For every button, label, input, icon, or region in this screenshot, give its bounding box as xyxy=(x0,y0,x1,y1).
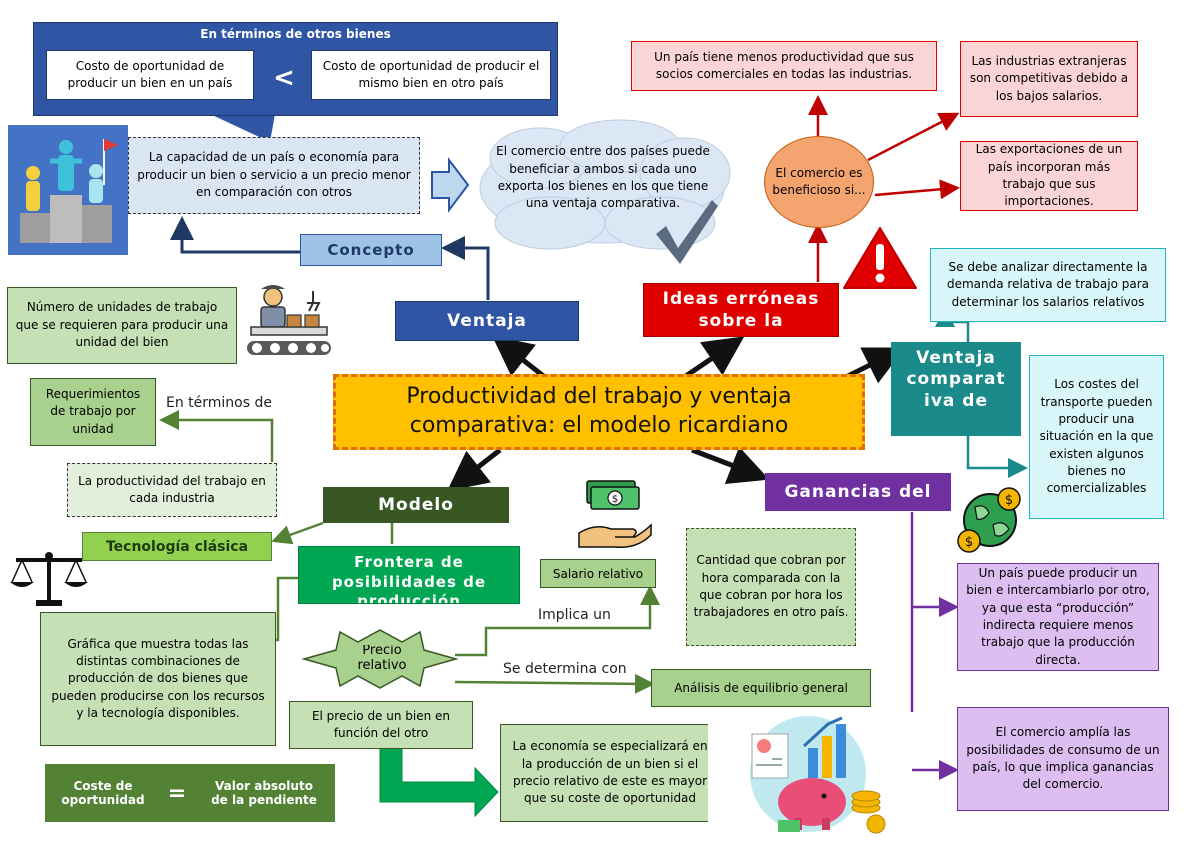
global-trade-icon: $ $ xyxy=(955,485,1025,555)
factory-worker-icon xyxy=(243,283,335,368)
economia-especializara-text: La economía se especializará en la produ… xyxy=(512,739,708,806)
requerimientos-box: Requerimientos de trabajo por unidad xyxy=(30,378,156,446)
valor-absoluto-text: Valor absoluto de la pendiente xyxy=(211,779,317,807)
otros-bienes-title: En términos de otros bienes xyxy=(200,27,391,41)
modelo-text: Modelo xyxy=(378,495,454,515)
podium-icon xyxy=(8,125,128,255)
central-title-box: Productividad del trabajo y ventaja comp… xyxy=(333,374,865,450)
analisis-equilibrio-text: Análisis de equilibrio general xyxy=(674,681,848,695)
produccion-indirecta-text: Un país puede producir un bien e interca… xyxy=(966,565,1150,667)
analizar-demanda-box: Se debe analizar directamente la demanda… xyxy=(930,248,1166,322)
svg-text:$: $ xyxy=(1005,493,1013,508)
costo-pais-text: Costo de oportunidad de producir un bien… xyxy=(67,58,233,90)
coste-oportunidad-box: Coste de oportunidad = Valor absoluto de… xyxy=(45,764,335,822)
implica-un-text: Implica un xyxy=(538,607,611,623)
ideas-erroneas-text: Ideas erróneas sobre la xyxy=(662,288,820,331)
coste-oportunidad-text: Coste de oportunidad xyxy=(61,779,145,807)
ganancias-box: Ganancias del xyxy=(765,473,951,511)
comercio-amplia-text: El comercio amplía las posibilidades de … xyxy=(966,725,1160,792)
green-bend-arrow xyxy=(379,745,499,818)
productividad-industria-text: La productividad del trabajo en cada ind… xyxy=(78,473,266,505)
piggy-bank-chart-icon xyxy=(708,712,908,840)
industrias-extranjeras-box: Las industrias extranjeras son competiti… xyxy=(960,41,1138,117)
precio-bien-text: El precio de un bien en función del otro xyxy=(311,708,451,740)
page-title: Productividad del trabajo y ventaja comp… xyxy=(406,384,792,438)
implica-un-label: Implica un xyxy=(538,607,611,623)
ventaja-comparativa-text: Ventaja comparat iva de xyxy=(906,348,1006,411)
en-terminos-de-label: En términos de xyxy=(166,395,272,411)
precio-bien-box: El precio de un bien en función del otro xyxy=(289,701,473,749)
less-than-symbol: < xyxy=(262,58,306,98)
costes-transporte-box: Los costes del transporte pueden produci… xyxy=(1029,355,1164,519)
concepto-text: Concepto xyxy=(327,241,415,259)
ganancias-text: Ganancias del xyxy=(784,482,932,502)
numero-unidades-box: Número de unidades de trabajo que se req… xyxy=(7,287,237,364)
frontera-box: Frontera de posibilidades de producción xyxy=(298,546,520,604)
precio-relativo-text: Precio relativo xyxy=(357,645,407,671)
grafica-box: Gráfica que muestra todas las distintas … xyxy=(40,612,276,746)
menos-productividad-box: Un país tiene menos productividad que su… xyxy=(631,41,937,91)
checkmark-icon xyxy=(652,196,720,268)
svg-text:$: $ xyxy=(612,494,618,505)
productividad-industria-box: La productividad del trabajo en cada ind… xyxy=(67,463,277,517)
modelo-box: Modelo xyxy=(323,487,509,523)
capacidad-text: La capacidad de un país o economía para … xyxy=(137,150,411,200)
se-determina-con-label: Se determina con xyxy=(503,661,627,677)
valor-absoluto-right: Valor absoluto de la pendiente xyxy=(201,768,327,818)
comercio-beneficioso-ellipse: El comercio es beneficioso si... xyxy=(764,136,874,228)
cloud-shape xyxy=(470,118,735,256)
salario-relativo-box: Salario relativo xyxy=(540,559,656,588)
ventaja-box: Ventaja xyxy=(395,301,579,341)
cloud-text: El comercio entre dos países puede benef… xyxy=(496,144,710,211)
comercio-amplia-box: El comercio amplía las posibilidades de … xyxy=(957,707,1169,811)
money-hand-icon: $ xyxy=(575,475,655,555)
menos-productividad-text: Un país tiene menos productividad que su… xyxy=(654,49,914,81)
ideas-erroneas-box: Ideas erróneas sobre la xyxy=(643,283,839,337)
tecnologia-text: Tecnología clásica xyxy=(105,538,249,555)
precio-relativo-star xyxy=(300,628,460,690)
costo-otro-pais-box: Costo de oportunidad de producir el mism… xyxy=(311,50,551,100)
precio-relativo-label: Precio relativo xyxy=(330,645,434,671)
costo-otro-pais-text: Costo de oportunidad de producir el mism… xyxy=(322,58,540,90)
analisis-equilibrio-box: Análisis de equilibrio general xyxy=(651,669,871,707)
produccion-indirecta-box: Un país puede producir un bien e interca… xyxy=(957,563,1159,671)
industrias-extranjeras-text: Las industrias extranjeras son competiti… xyxy=(969,53,1129,103)
requerimientos-text: Requerimientos de trabajo por unidad xyxy=(45,386,141,436)
svg-text:$: $ xyxy=(965,535,973,550)
coste-oportunidad-left: Coste de oportunidad xyxy=(53,768,153,818)
grafica-text: Gráfica que muestra todas las distintas … xyxy=(51,636,265,721)
equals-symbol: = xyxy=(157,774,197,812)
ventaja-text: Ventaja xyxy=(447,311,527,331)
economia-especializara-box: La economía se especializará en la produ… xyxy=(500,724,720,822)
hollow-arrow-right xyxy=(431,157,470,213)
salario-relativo-text: Salario relativo xyxy=(552,566,644,581)
en-terminos-de-text: En términos de xyxy=(166,395,272,411)
exportaciones-text: Las exportaciones de un país incorporan … xyxy=(975,142,1123,209)
warning-icon xyxy=(842,226,918,290)
cantidad-cobran-box: Cantidad que cobran por hora comparada c… xyxy=(686,528,856,646)
frontera-text: Frontera de posibilidades de producción xyxy=(331,553,487,604)
se-determina-con-text: Se determina con xyxy=(503,661,627,677)
tecnologia-box: Tecnología clásica xyxy=(82,532,272,561)
callout-tail xyxy=(210,114,275,142)
cloud-text-box: El comercio entre dos países puede benef… xyxy=(490,132,716,224)
numero-unidades-text: Número de unidades de trabajo que se req… xyxy=(15,300,229,350)
costo-pais-box: Costo de oportunidad de producir un bien… xyxy=(46,50,254,100)
concepto-box: Concepto xyxy=(300,234,442,266)
analizar-demanda-text: Se debe analizar directamente la demanda… xyxy=(946,259,1149,309)
less-than-text: < xyxy=(273,63,295,93)
cantidad-cobran-text: Cantidad que cobran por hora comparada c… xyxy=(693,553,849,620)
equals-text: = xyxy=(167,780,187,806)
exportaciones-box: Las exportaciones de un país incorporan … xyxy=(960,141,1138,211)
comercio-beneficioso-text: El comercio es beneficioso si... xyxy=(772,165,866,197)
capacidad-box: La capacidad de un país o economía para … xyxy=(128,137,420,214)
balance-scale-icon xyxy=(8,548,90,608)
ventaja-comparativa-box: Ventaja comparat iva de xyxy=(891,342,1021,436)
costes-transporte-text: Los costes del transporte pueden produci… xyxy=(1039,377,1154,496)
